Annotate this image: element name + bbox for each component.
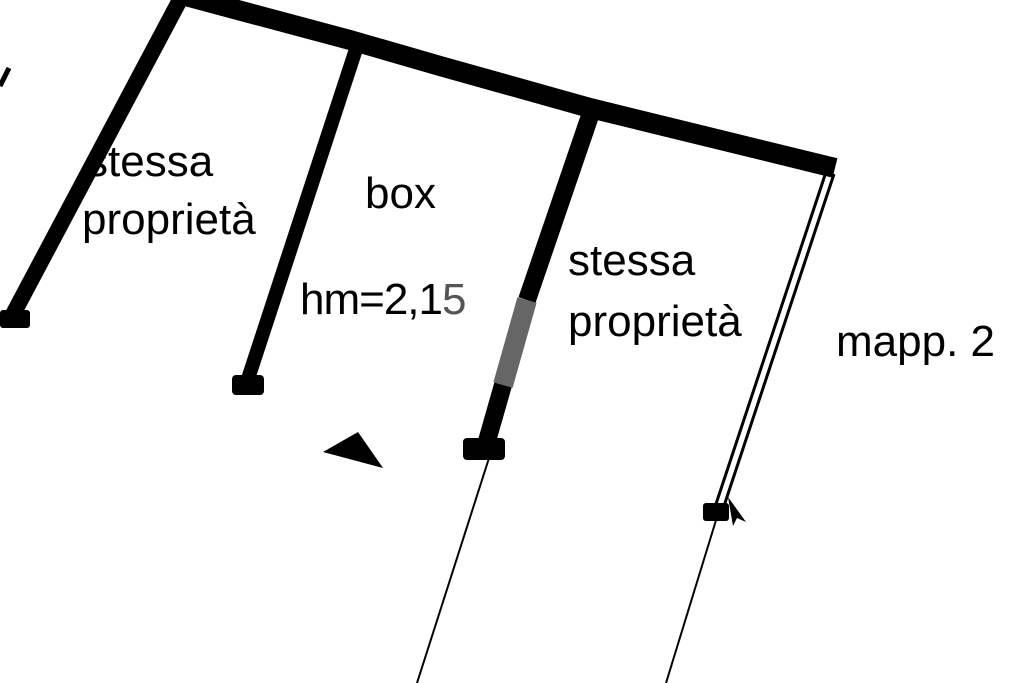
box-label: box — [365, 169, 436, 218]
box-right-wall-lower — [476, 382, 512, 451]
right-boundary-a — [711, 171, 828, 514]
top-wall — [175, 0, 838, 178]
edge-tick — [0, 66, 12, 88]
parcel-label: mapp. 2 — [836, 317, 995, 366]
cursor-mark — [728, 497, 746, 526]
box-left-wall-end — [232, 375, 264, 395]
left-room-label-line1: stessa — [86, 137, 214, 186]
left-wall-end — [0, 310, 30, 328]
right-boundary-end — [703, 503, 729, 521]
entrance-arrow — [323, 432, 383, 468]
box-height-label-tail: 5 — [442, 275, 465, 324]
right-room-label-line2: proprietà — [568, 297, 742, 346]
left-wall — [2, 0, 189, 324]
box-right-wall-upper — [518, 107, 601, 303]
left-room-label-line2: proprietà — [82, 195, 256, 244]
box-right-wall-end — [463, 438, 505, 460]
box-left-wall — [239, 43, 364, 388]
top-wall-thick — [345, 36, 470, 80]
extension-line-right — [665, 516, 718, 683]
box-right-wall-opening — [493, 297, 537, 388]
box-height-label: hm=2,15 — [300, 275, 465, 324]
extension-line-left — [416, 454, 491, 683]
right-room-label-line1: stessa — [568, 236, 696, 285]
right-boundary-b — [719, 173, 836, 516]
